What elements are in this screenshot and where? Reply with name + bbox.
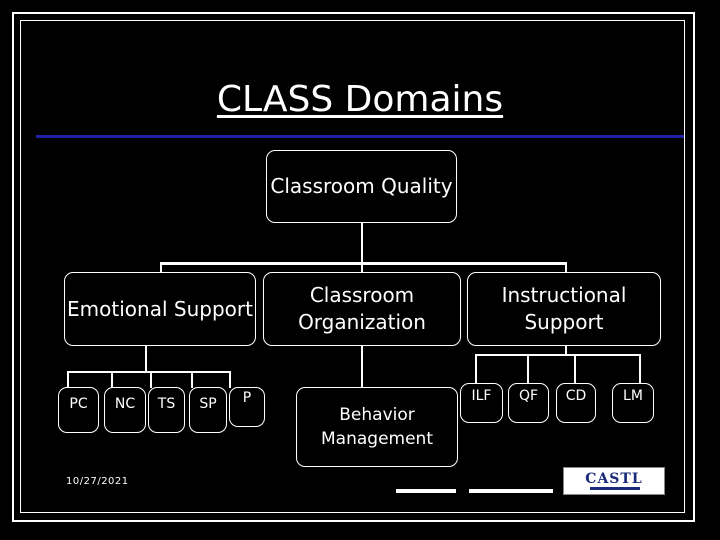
- node-dimension-label: CD: [565, 388, 587, 404]
- connector-to-ts: [150, 371, 152, 388]
- connector-to-p: [229, 371, 231, 388]
- connector-instructional-bar: [475, 354, 641, 356]
- connector-root-stem: [361, 222, 363, 264]
- node-domain-label: Emotional Support: [67, 296, 253, 321]
- connector-to-qf: [527, 354, 529, 384]
- castl-logo-underline: [590, 487, 640, 490]
- slide-border-inner: [20, 20, 685, 513]
- connector-to-sp: [191, 371, 193, 388]
- node-dimension-sp: SP: [189, 387, 227, 433]
- connector-top-bar: [160, 262, 567, 265]
- node-dimension-label: P: [242, 390, 252, 406]
- node-dimension-lm: LM: [612, 383, 654, 423]
- footer-bar-right: [469, 489, 553, 493]
- node-root-label: Classroom Quality: [270, 174, 453, 198]
- connector-to-instructional: [565, 262, 567, 273]
- node-domain-instructional: Instructional Support: [467, 272, 661, 346]
- connector-to-pc: [67, 371, 69, 388]
- connector-instructional-stem: [565, 345, 567, 355]
- node-dimension-label: NC: [114, 396, 136, 412]
- connector-to-cd: [574, 354, 576, 384]
- node-dimension-qf: QF: [508, 383, 549, 423]
- footer-bar-left: [396, 489, 456, 493]
- node-dimension-label: TS: [157, 396, 176, 412]
- connector-to-lm: [639, 354, 641, 384]
- connector-emotional-bar: [67, 371, 231, 373]
- node-dimension-ts: TS: [148, 387, 185, 433]
- node-dimension-label: Behavior Management: [321, 405, 433, 449]
- node-domain-emotional: Emotional Support: [64, 272, 256, 346]
- node-dimension-nc: NC: [104, 387, 146, 433]
- slide-date: 10/27/2021: [66, 476, 129, 487]
- node-domain-organization: Classroom Organization: [263, 272, 461, 346]
- slide-border-outer: [12, 12, 695, 522]
- node-domain-label: Classroom Organization: [298, 283, 426, 334]
- connector-to-organization: [361, 262, 363, 273]
- node-dimension-ilf: ILF: [460, 383, 503, 423]
- connector-to-emotional: [160, 262, 162, 273]
- node-dimension-label: PC: [69, 396, 88, 412]
- connector-organization-stem: [361, 345, 363, 388]
- connector-to-nc: [111, 371, 113, 388]
- node-domain-label: Instructional Support: [501, 283, 627, 334]
- connector-emotional-stem: [145, 345, 147, 372]
- castl-logo: CASTL: [563, 467, 665, 495]
- node-dimension-cd: CD: [556, 383, 596, 423]
- title-rule: [36, 135, 684, 138]
- node-dimension-label: ILF: [471, 388, 492, 404]
- node-dimension-pc: PC: [58, 387, 99, 433]
- slide-title: CLASS Domains: [216, 79, 504, 120]
- connector-to-ilf: [475, 354, 477, 384]
- node-dimension-behavior-management: Behavior Management: [296, 387, 458, 467]
- node-dimension-p: P: [229, 387, 265, 427]
- castl-logo-text: CASTL: [585, 471, 643, 487]
- node-dimension-label: QF: [518, 388, 539, 404]
- node-root: Classroom Quality: [266, 150, 457, 223]
- node-dimension-label: LM: [623, 388, 643, 404]
- node-dimension-label: SP: [199, 396, 217, 412]
